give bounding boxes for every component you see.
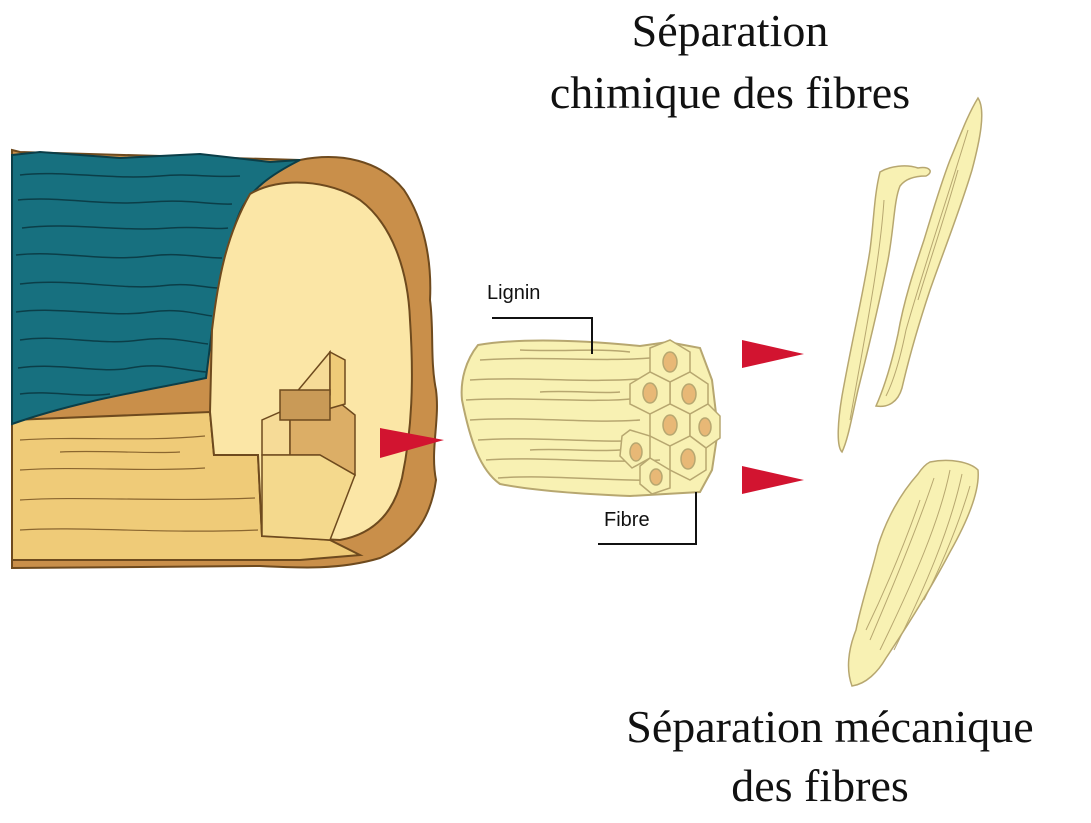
- mechanical-fibre: [849, 460, 979, 686]
- chemical-separation-title-line1: Séparation: [560, 8, 900, 54]
- wood-log: [12, 150, 437, 568]
- fibre-label: Fibre: [604, 510, 650, 530]
- fibre-bundle: [462, 318, 720, 544]
- lignin-label: Lignin: [487, 283, 540, 303]
- mechanical-separation-title-line2: des fibres: [690, 763, 950, 809]
- chemical-fibres: [838, 98, 982, 452]
- mechanical-fibre-fragment: [849, 460, 979, 686]
- chemical-fibre-right: [876, 98, 982, 406]
- arrow-to-chemical: [742, 340, 804, 368]
- chemical-separation-title-line2: chimique des fibres: [520, 70, 940, 116]
- arrow-to-mechanical: [742, 466, 804, 494]
- mechanical-separation-title-line1: Séparation mécanique: [590, 704, 1070, 750]
